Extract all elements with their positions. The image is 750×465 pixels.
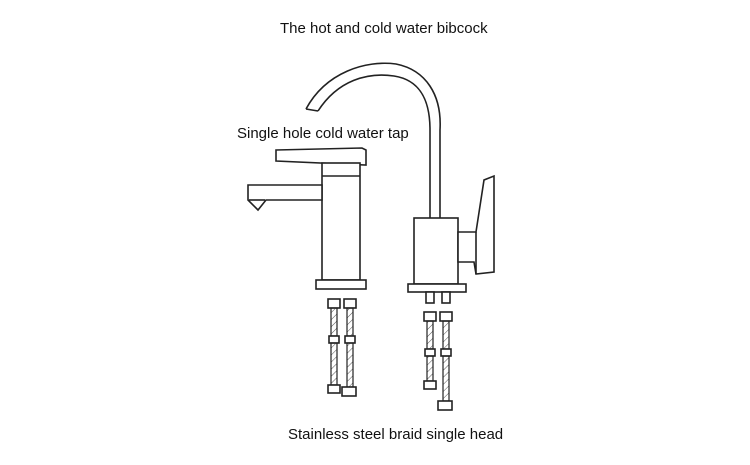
single-tap-body	[321, 162, 361, 281]
bibcock-label: The hot and cold water bibcock	[280, 20, 488, 37]
bibcock-faucet	[305, 62, 495, 304]
hose-nut	[440, 348, 452, 357]
hose-thread	[330, 307, 338, 337]
single-tap-spout	[247, 184, 323, 212]
hose-nut	[424, 348, 436, 357]
hose-nut	[328, 335, 340, 344]
single-tap-handle	[275, 147, 367, 166]
hose-connector	[423, 311, 437, 322]
hose-connector	[327, 298, 341, 309]
hose-end-nut	[327, 384, 341, 394]
bibcock-inlet-right	[441, 291, 451, 304]
braided-hose	[330, 342, 338, 386]
bibcock-gooseneck	[305, 62, 441, 218]
braided-hose	[442, 355, 450, 402]
hose-nut	[344, 335, 356, 344]
hose-thread	[426, 320, 434, 350]
hose-thread	[442, 320, 450, 350]
hose-thread	[346, 307, 354, 337]
hose-end-nut	[423, 380, 437, 390]
hose-end-nut	[437, 400, 453, 411]
single-tap-base	[315, 279, 367, 290]
single-tap-hoses	[327, 298, 357, 397]
single-hole-tap-label: Single hole cold water tap	[237, 125, 409, 142]
bibcock-body	[413, 217, 459, 285]
hose-connector	[439, 311, 453, 322]
bibcock-lever	[457, 174, 495, 275]
bibcock-hoses	[423, 311, 453, 411]
single-hole-tap	[247, 147, 367, 290]
braided-hose	[426, 355, 434, 382]
braid-hose-label: Stainless steel braid single head	[288, 426, 504, 443]
braided-hose	[346, 342, 354, 388]
hose-connector	[343, 298, 357, 309]
bibcock-inlet-left	[425, 291, 435, 304]
bibcock-base	[407, 283, 467, 293]
hose-end-nut	[341, 386, 357, 397]
